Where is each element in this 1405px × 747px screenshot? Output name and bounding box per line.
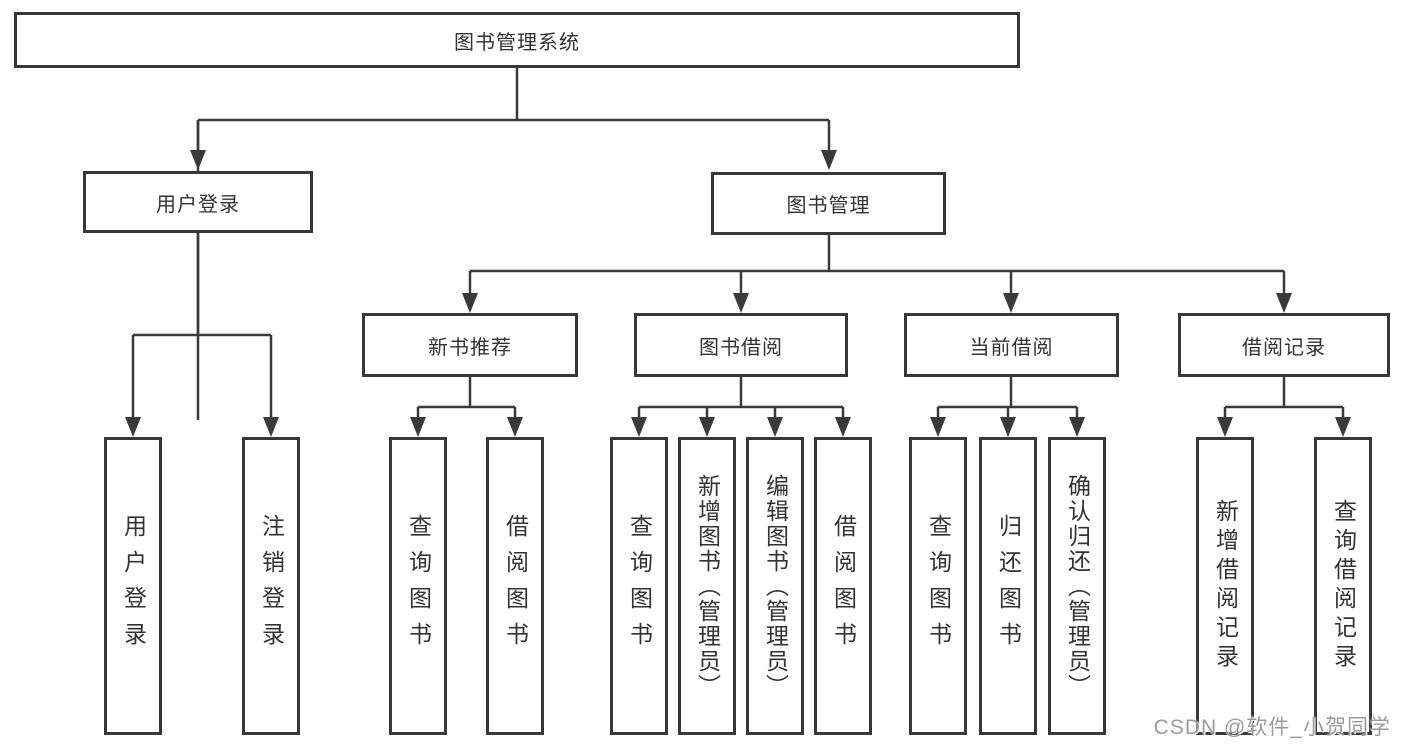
leaf-label: 注销登录 xyxy=(258,514,285,658)
leaf-label: 归还图书 xyxy=(995,514,1022,658)
leaf-label: 查询图书 xyxy=(405,514,432,658)
csdn-watermark: CSDN @软件_小贺同学 xyxy=(1153,716,1391,739)
edge-newbook-children xyxy=(416,377,517,421)
leaf-add-borrow-record: 新增借阅记录 xyxy=(1196,437,1254,735)
node-book-borrow: 图书借阅 xyxy=(634,313,848,377)
leaf-confirm-return-admin: 确认归还（管理员） xyxy=(1048,437,1106,735)
leaf-label: 查询借阅记录 xyxy=(1330,499,1357,673)
node-book-borrow-label: 图书借阅 xyxy=(699,336,783,359)
leaf-query-borrow-record: 查询借阅记录 xyxy=(1314,437,1372,735)
node-new-book-recommend: 新书推荐 xyxy=(362,313,578,377)
node-borrow-records-label: 借阅记录 xyxy=(1242,336,1326,359)
leaf-borrow-books-recommend: 借阅图书 xyxy=(486,437,544,735)
leaf-label: 借阅图书 xyxy=(830,514,857,658)
leaf-edit-books-admin: 编辑图书（管理员） xyxy=(746,437,804,735)
leaf-label: 查询图书 xyxy=(626,514,653,658)
leaf-label: 编辑图书（管理员） xyxy=(762,473,789,699)
node-book-management: 图书管理 xyxy=(711,172,946,235)
leaf-borrow-books: 借阅图书 xyxy=(814,437,872,735)
leaf-query-books-current: 查询图书 xyxy=(909,437,967,735)
leaf-label: 新增图书（管理员） xyxy=(694,473,721,699)
leaf-user-login: 用户登录 xyxy=(104,437,162,735)
leaf-logout: 注销登录 xyxy=(242,437,300,735)
node-root: 图书管理系统 xyxy=(14,12,1020,68)
leaf-label: 借阅图书 xyxy=(502,514,529,658)
node-current-borrow-label: 当前借阅 xyxy=(969,336,1054,359)
arrowheads xyxy=(125,150,1351,437)
node-root-label: 图书管理系统 xyxy=(454,31,580,54)
leaf-query-books-borrow: 查询图书 xyxy=(610,437,668,735)
leaf-label: 确认归还（管理员） xyxy=(1064,473,1091,699)
node-user-login-label: 用户登录 xyxy=(156,193,240,216)
leaf-label: 新增借阅记录 xyxy=(1212,499,1239,673)
leaf-return-books: 归还图书 xyxy=(979,437,1037,735)
leaf-label: 查询图书 xyxy=(925,514,952,658)
edge-userlogin-children xyxy=(131,233,273,421)
node-user-login: 用户登录 xyxy=(83,171,313,233)
edge-records-children xyxy=(1223,377,1345,421)
leaf-query-books-recommend: 查询图书 xyxy=(389,437,447,735)
edge-bookmgmt-children xyxy=(468,235,1286,297)
node-borrow-records: 借阅记录 xyxy=(1178,313,1390,377)
leaf-label: 用户登录 xyxy=(120,514,147,658)
node-current-borrow: 当前借阅 xyxy=(904,313,1119,377)
leaf-add-books-admin: 新增图书（管理员） xyxy=(678,437,736,735)
node-book-management-label: 图书管理 xyxy=(786,195,871,217)
edge-borrow-children xyxy=(637,377,845,421)
edge-root-to-level2 xyxy=(196,68,831,420)
node-new-book-recommend-label: 新书推荐 xyxy=(428,336,512,359)
edge-current-children xyxy=(936,377,1079,421)
